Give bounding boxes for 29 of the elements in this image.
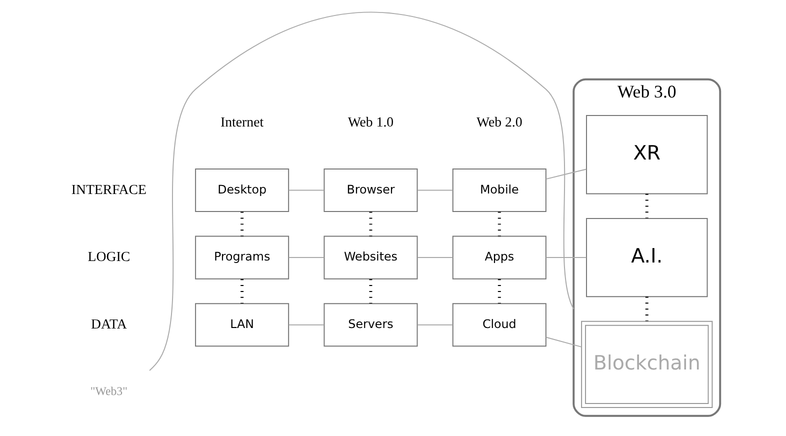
node-box: LAN (195, 303, 290, 347)
connector (546, 336, 582, 348)
node-box: Programs (195, 236, 290, 280)
label: DATA (91, 316, 127, 332)
label: INTERFACE (71, 182, 146, 197)
label: LOGIC (88, 249, 130, 264)
node-box: XR (586, 115, 708, 194)
node-box: Blockchain (581, 320, 713, 408)
connector (546, 168, 587, 180)
node-box: Cloud (452, 303, 546, 347)
connector (416, 324, 454, 326)
connector (546, 257, 587, 258)
connector (416, 257, 454, 258)
label: Web 2.0 (476, 114, 522, 130)
node-box: Desktop (195, 168, 290, 212)
node-box: Mobile (452, 168, 546, 212)
node-box: Browser (324, 168, 418, 212)
connector (149, 12, 574, 371)
connector (288, 257, 325, 258)
node-box: Servers (324, 303, 418, 347)
label: Internet (220, 114, 264, 130)
connector (288, 190, 325, 191)
label: Web 1.0 (348, 114, 394, 130)
connector (416, 190, 454, 191)
node-text: "Web3" (90, 384, 128, 398)
connector (288, 324, 325, 326)
node-box: A.I. (586, 218, 708, 298)
node-box: Websites (324, 236, 418, 280)
node-box: Apps (452, 236, 546, 280)
